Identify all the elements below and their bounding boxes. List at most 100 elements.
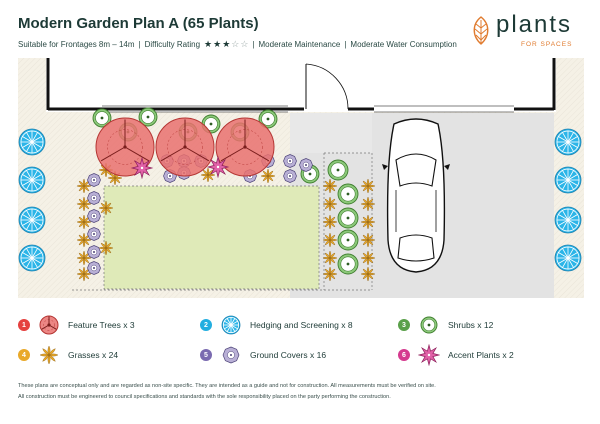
plan-info-bar: Suitable for Frontages 8m – 14m | Diffic…: [18, 40, 457, 50]
hedging-icon: [221, 315, 241, 335]
leaf-logo-icon: [473, 16, 489, 45]
ground-cover-icon: [299, 158, 313, 172]
disclaimer-line: All construction must be engineered to c…: [18, 394, 391, 400]
accent-plant-icon: [418, 344, 440, 366]
grass-icon: [360, 214, 376, 230]
grass-icon: [322, 214, 338, 230]
ground-cover-icon: [87, 173, 101, 187]
door-swing-arc: [305, 63, 349, 110]
legend-number-badge: 6: [398, 349, 410, 361]
disclaimer-line: These plans are conceptual only and are …: [18, 383, 436, 389]
legend-number-badge: 5: [200, 349, 212, 361]
ground-cover-icon: [222, 346, 240, 364]
hedge-plant-icon: [554, 244, 582, 272]
grass-icon: [322, 250, 338, 266]
legend-label: Hedging and Screening x 8: [250, 320, 353, 330]
hedge-plant-icon: [18, 206, 46, 234]
ground-cover-icon: [87, 261, 101, 275]
grass-icon: [322, 178, 338, 194]
maintenance-info: Moderate Maintenance: [258, 40, 341, 49]
grass-icon: [76, 232, 92, 248]
accent-plant-icon: [206, 155, 230, 179]
shrub-icon: [337, 229, 359, 251]
grass-icon: [360, 232, 376, 248]
accent-plant-icon: [130, 156, 154, 180]
porch: [290, 113, 372, 153]
separator: |: [252, 40, 255, 49]
grass-icon: [76, 214, 92, 230]
ground-cover-icon: [87, 227, 101, 241]
star-empty-icon: ☆: [231, 39, 240, 49]
difficulty-label: Difficulty Rating: [144, 40, 201, 49]
legend-number-badge: 1: [18, 319, 30, 331]
difficulty-rating: ★★★☆☆: [204, 40, 248, 49]
ground-cover-icon: [87, 191, 101, 205]
shrub-icon: [92, 108, 112, 128]
hedge-plant-icon: [554, 206, 582, 234]
grass-icon: [322, 232, 338, 248]
page-title: Modern Garden Plan A (65 Plants): [18, 15, 259, 32]
legend-number-badge: 4: [18, 349, 30, 361]
grass-icon: [360, 178, 376, 194]
separator: |: [344, 40, 347, 49]
grass-icon: [200, 167, 216, 183]
legend-item: 5 Ground Covers x 16: [200, 345, 326, 365]
grass-icon: [76, 250, 92, 266]
legend-label: Feature Trees x 3: [68, 320, 135, 330]
shrub-icon: [420, 316, 438, 334]
star-filled-icon: ★: [204, 39, 213, 49]
ground-cover-icon: [283, 154, 297, 168]
legend-item: 3 Shrubs x 12: [398, 315, 493, 335]
logo-tagline: FOR SPACES: [521, 41, 573, 48]
garden-plan: [18, 58, 584, 298]
grass-icon: [39, 345, 59, 365]
legend-label: Grasses x 24: [68, 350, 119, 360]
grass-icon: [360, 250, 376, 266]
hedge-plant-icon: [18, 244, 46, 272]
shrub-icon: [337, 183, 359, 205]
shrub-icon: [327, 159, 349, 181]
grass-icon: [76, 266, 92, 282]
legend-label: Shrubs x 12: [448, 320, 494, 330]
hedge-plant-icon: [554, 128, 582, 156]
grass-icon: [322, 196, 338, 212]
lawn-edge: [103, 185, 320, 290]
ground-cover-icon: [283, 169, 297, 183]
plant-layer: [18, 107, 582, 282]
star-filled-icon: ★: [222, 39, 231, 49]
grass-icon: [98, 240, 114, 256]
lawn: [104, 186, 319, 289]
hedge-plant-icon: [18, 128, 46, 156]
star-filled-icon: ★: [213, 39, 222, 49]
grass-icon: [98, 200, 114, 216]
feature-tree-icon: [155, 117, 215, 177]
legend-label: Accent Plants x 2: [448, 350, 514, 360]
brand-logo: plants FOR SPACES: [470, 11, 585, 54]
feature-tree-icon: [215, 117, 275, 177]
star-empty-icon: ☆: [240, 39, 249, 49]
grass-icon: [76, 178, 92, 194]
house-footprint: [46, 58, 556, 112]
legend-number-badge: 3: [398, 319, 410, 331]
shrub-icon: [337, 253, 359, 275]
hedge-plant-icon: [18, 166, 46, 194]
separator: |: [138, 40, 141, 49]
feature-tree-icon: [39, 315, 59, 335]
frontage-info: Suitable for Frontages 8m – 14m: [18, 40, 135, 49]
car-icon: [382, 118, 450, 273]
grass-icon: [76, 196, 92, 212]
legend-label: Ground Covers x 16: [250, 350, 327, 360]
logo-wordmark: plants: [496, 11, 573, 38]
grass-icon: [360, 196, 376, 212]
legend-number-badge: 2: [200, 319, 212, 331]
feature-tree-icon: [95, 117, 155, 177]
water-info: Moderate Water Consumption: [350, 40, 457, 49]
grass-icon: [260, 168, 276, 184]
legend-item: 2 Hedging and Screening x 8: [200, 315, 353, 335]
shrub-icon: [337, 207, 359, 229]
legend-item: 6 Accent Plants x 2: [398, 344, 514, 366]
hedge-plant-icon: [554, 166, 582, 194]
grass-icon: [360, 266, 376, 282]
shrub-icon: [258, 109, 278, 129]
ground-cover-icon: [87, 245, 101, 259]
